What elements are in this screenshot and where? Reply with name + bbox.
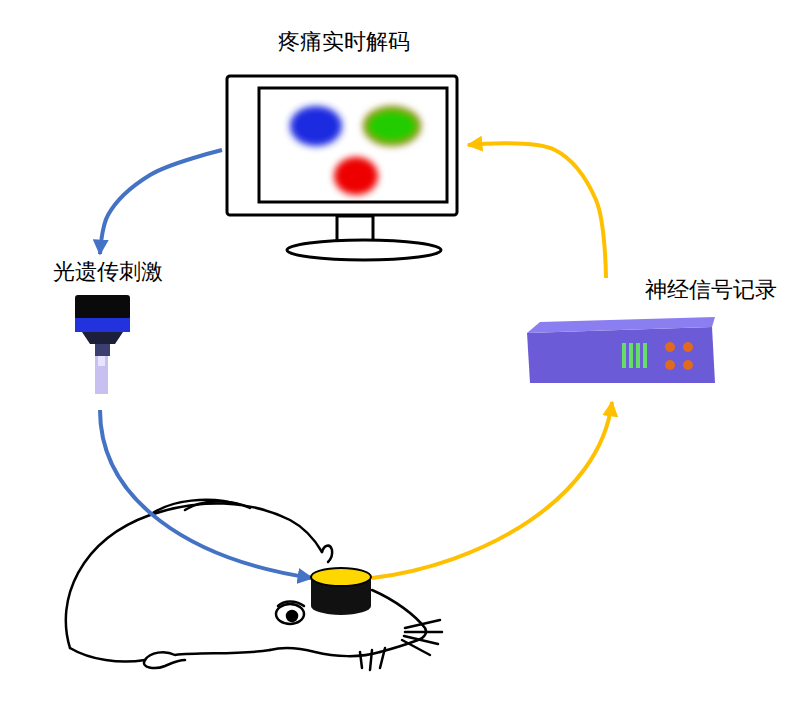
recording-arrow — [372, 402, 612, 578]
flow-arrow — [468, 143, 606, 278]
flow-arrow — [100, 150, 222, 254]
headstage — [311, 568, 371, 615]
stimulation-arrow — [100, 410, 312, 578]
node-shape — [222, 22, 466, 264]
node-label: 神经信号记录 — [618, 276, 803, 304]
mouse-outline — [66, 500, 442, 670]
signal-recorder: 神经信号记录 — [518, 276, 803, 390]
node-label: 光遗传刺激 — [40, 258, 176, 286]
monitor-node: 疼痛实时解码 — [222, 22, 466, 264]
optogenetic-stimulator: 光遗传刺激 — [40, 256, 176, 402]
node-label: 疼痛实时解码 — [222, 28, 466, 56]
